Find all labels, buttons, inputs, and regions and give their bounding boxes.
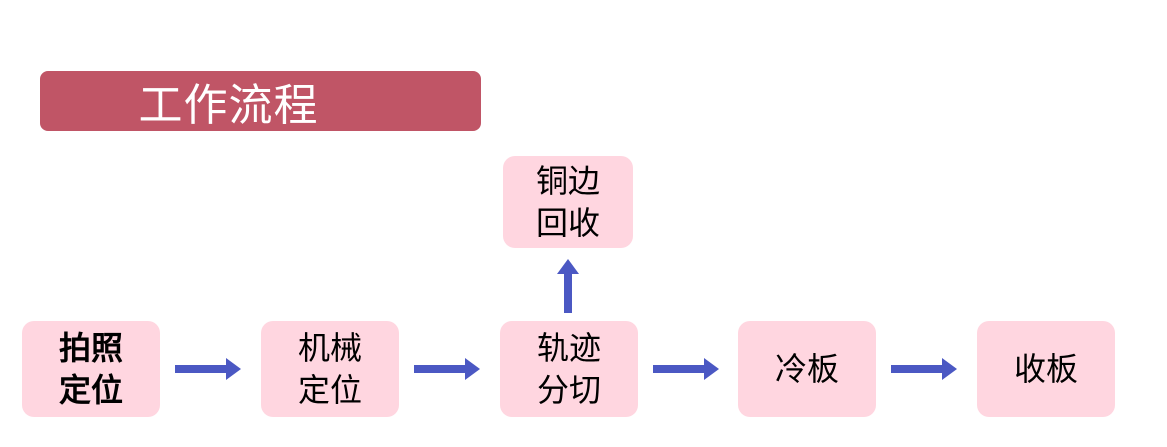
step-collect-plate: 收板 [977, 321, 1115, 417]
title-banner: 工作流程 [40, 71, 481, 131]
step-photo-positioning: 拍照 定位 [22, 321, 160, 417]
step-mechanical-positioning: 机械 定位 [261, 321, 399, 417]
step-cold-plate: 冷板 [738, 321, 876, 417]
arrow-right-icon [414, 358, 480, 380]
arrow-right-icon [891, 358, 957, 380]
step-copper-edge-recycling: 铜边 回收 [503, 156, 633, 248]
arrow-right-icon [653, 358, 719, 380]
page-title: 工作流程 [138, 80, 319, 131]
step-trajectory-cutting: 轨迹 分切 [500, 321, 638, 417]
arrow-right-icon [175, 358, 241, 380]
arrow-up-icon [557, 259, 579, 313]
